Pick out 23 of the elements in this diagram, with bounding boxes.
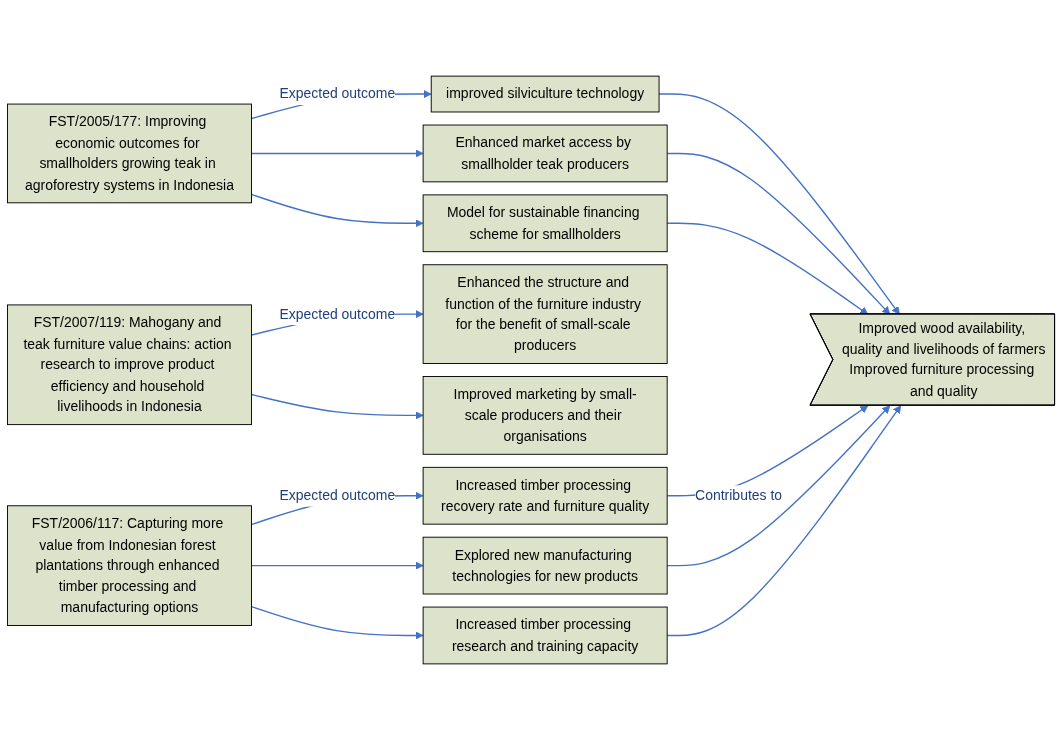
arrow [666, 152, 891, 315]
arrow [250, 193, 424, 228]
edge-label: Expected outcome [279, 85, 396, 102]
arrow [250, 605, 424, 640]
node-box: Increased timber processing research and training capacity [422, 606, 668, 665]
node-box: Model for sustainable financing scheme for smallholders [422, 194, 668, 253]
arrow [658, 93, 900, 315]
node-box: Enhanced the structure and function of the furniture industry for the benefit of small-scale producers [422, 264, 668, 364]
node-box: Improved marketing by small-scale producers and their organisations [422, 376, 668, 455]
edge-label: Expected outcome [279, 305, 396, 322]
node-box: improved silviculture technology [430, 75, 660, 113]
node-box: Explored new manufacturing technologies for new products [422, 536, 668, 595]
edge-label: Expected outcome [279, 487, 396, 503]
node-box: FST/2006/117: Capturing more value from Indonesian forest plantations through enhanced timber processing and manufacturing options [7, 505, 252, 626]
arrow [250, 149, 424, 158]
node-box: Enhanced market access by smallholder teak producers [422, 124, 668, 183]
node-box: Increased timber processing recovery rate and furniture quality [422, 466, 668, 525]
arrow [250, 393, 424, 420]
arrow [250, 561, 424, 570]
node-box: FST/2007/119: Mahogany and teak furniture value chains: action research to improve product efficiency and household livelihoods in Indonesia [7, 304, 252, 426]
node-box: FST/2005/177: Improving economic outcomes for smallholders growing teak in agroforestry systems in Indonesia [7, 103, 252, 204]
edge-label: Contributes to [695, 487, 783, 503]
arrow [666, 222, 869, 315]
